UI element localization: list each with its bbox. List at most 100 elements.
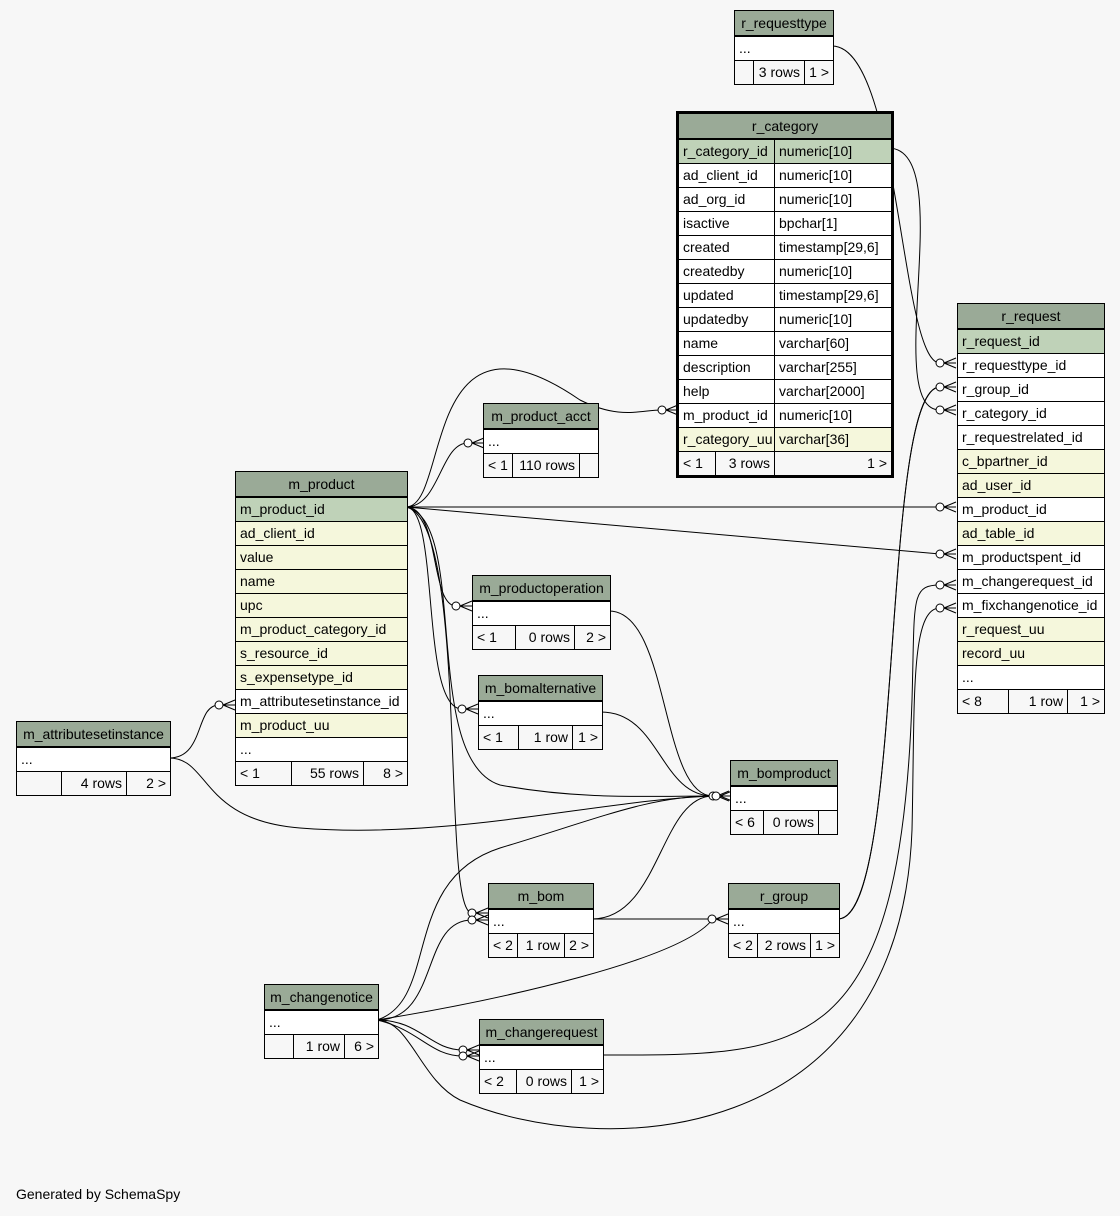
column-row[interactable]: ... <box>731 786 837 810</box>
footer-parents[interactable]: < 6 <box>735 814 755 830</box>
footer-parents[interactable]: < 8 <box>962 693 982 709</box>
table-m-bomalternative[interactable]: m_bomalternative ... < 1 1 row 1 > <box>478 675 603 750</box>
table-m-productoperation[interactable]: m_productoperation ... < 1 0 rows 2 > <box>472 575 611 650</box>
column-row[interactable]: r_request_id <box>958 329 1104 353</box>
footer-children[interactable]: 1 > <box>571 1070 603 1093</box>
column-row[interactable]: ... <box>17 747 170 771</box>
column-row[interactable]: r_requesttype_id <box>958 353 1104 377</box>
column-row[interactable]: ad_table_id <box>958 521 1104 545</box>
table-m-product-acct[interactable]: m_product_acct ... < 1 110 rows <box>483 403 599 478</box>
table-m-changenotice[interactable]: m_changenotice ... 1 row 6 > <box>264 984 379 1059</box>
column-row[interactable]: m_productspent_id <box>958 545 1104 569</box>
footer-children[interactable]: 8 > <box>363 762 407 785</box>
footer-children[interactable]: 1 > <box>804 61 833 84</box>
column-row[interactable]: s_resource_id <box>236 641 407 665</box>
column-row[interactable]: r_category_id <box>958 401 1104 425</box>
column-row[interactable]: upc <box>236 593 407 617</box>
column-row[interactable]: r_request_uu <box>958 617 1104 641</box>
footer-children[interactable]: 1 > <box>1067 690 1104 713</box>
column-row[interactable]: ad_client_id <box>236 521 407 545</box>
column-row[interactable]: ... <box>236 737 407 761</box>
footer-parents[interactable] <box>265 1035 293 1058</box>
column-row[interactable]: ... <box>484 429 598 453</box>
footer-parents[interactable]: < 2 <box>733 937 753 953</box>
column-row[interactable]: m_product_category_id <box>236 617 407 641</box>
table-m-attributesetinstance[interactable]: m_attributesetinstance ... 4 rows 2 > <box>16 721 171 796</box>
column-row[interactable]: ... <box>729 909 839 933</box>
crowsfoot-marker <box>707 913 729 925</box>
edge-m_bom-to-m_bomproduct <box>591 795 714 920</box>
footer-parents[interactable]: < 2 <box>484 1073 504 1089</box>
column-row[interactable]: r_requestrelated_id <box>958 425 1104 449</box>
column-row[interactable]: ... <box>473 601 610 625</box>
column-row[interactable]: m_product_id <box>958 497 1104 521</box>
column-type: varchar[255] <box>774 356 891 379</box>
footer-parents[interactable]: < 1 <box>683 455 703 471</box>
footer-children[interactable]: 1 > <box>810 934 839 957</box>
footer-children[interactable]: 1 > <box>774 452 891 475</box>
column-row[interactable]: name <box>236 569 407 593</box>
footer-parents[interactable]: < 1 <box>240 765 260 781</box>
footer-children[interactable] <box>579 454 598 477</box>
column-row[interactable]: ad_user_id <box>958 473 1104 497</box>
table-m-bom[interactable]: m_bom ... < 2 1 row 2 > <box>488 883 594 958</box>
column-row[interactable]: value <box>236 545 407 569</box>
footer-parents[interactable]: < 1 <box>488 457 508 473</box>
footer-children[interactable] <box>818 811 837 834</box>
column-row[interactable]: r_group_id <box>958 377 1104 401</box>
column-row[interactable]: ... <box>480 1045 603 1069</box>
footer-parents[interactable]: < 1 <box>483 729 503 745</box>
edge-r_category-to-r_request <box>887 147 941 411</box>
column-type: numeric[10] <box>774 188 891 211</box>
footer-children[interactable]: 1 > <box>572 726 602 749</box>
crowsfoot-marker <box>457 703 479 715</box>
edge-m_product-to-m_bom <box>405 506 473 914</box>
column-row[interactable]: ... <box>479 701 602 725</box>
column-row[interactable]: ... <box>735 36 833 60</box>
footer-children[interactable]: 2 > <box>126 772 170 795</box>
table-m-changerequest[interactable]: m_changerequest ... < 2 0 rows 1 > <box>479 1019 604 1094</box>
table-r-requesttype[interactable]: r_requesttype ... 3 rows 1 > <box>734 10 834 85</box>
column-row[interactable]: ... <box>265 1010 378 1034</box>
table-r-group[interactable]: r_group ... < 2 2 rows 1 > <box>728 883 840 958</box>
column-name: m_product_category_id <box>240 621 387 637</box>
column-row[interactable]: m_attributesetinstance_id <box>236 689 407 713</box>
column-row[interactable]: m_changerequest_id <box>958 569 1104 593</box>
edge-m_changenotice-to-m_changerequest-a <box>376 1019 464 1051</box>
footer-children[interactable]: 6 > <box>344 1035 378 1058</box>
column-name: m_product_id <box>240 501 325 517</box>
footer-parents[interactable] <box>735 61 753 84</box>
column-row[interactable]: c_bpartner_id <box>958 449 1104 473</box>
footer-children[interactable]: 2 > <box>564 934 593 957</box>
footer-children[interactable]: 2 > <box>574 626 610 649</box>
table-m-bomproduct[interactable]: m_bomproduct ... < 6 0 rows <box>730 760 838 835</box>
column-row[interactable]: record_uu <box>958 641 1104 665</box>
footer-parents[interactable] <box>17 772 61 795</box>
column-row[interactable]: ... <box>958 665 1104 689</box>
footer-parents[interactable]: < 2 <box>493 937 513 953</box>
column-name: createdby <box>683 263 745 279</box>
column-row[interactable]: ... <box>489 909 593 933</box>
column-row[interactable]: m_product_id <box>236 497 407 521</box>
column-row[interactable]: s_expensetype_id <box>236 665 407 689</box>
column-row[interactable]: m_product_uu <box>236 713 407 737</box>
table-title: m_productoperation <box>473 576 610 601</box>
footer-parents[interactable]: < 1 <box>477 629 497 645</box>
column-row[interactable]: m_fixchangenotice_id <box>958 593 1104 617</box>
